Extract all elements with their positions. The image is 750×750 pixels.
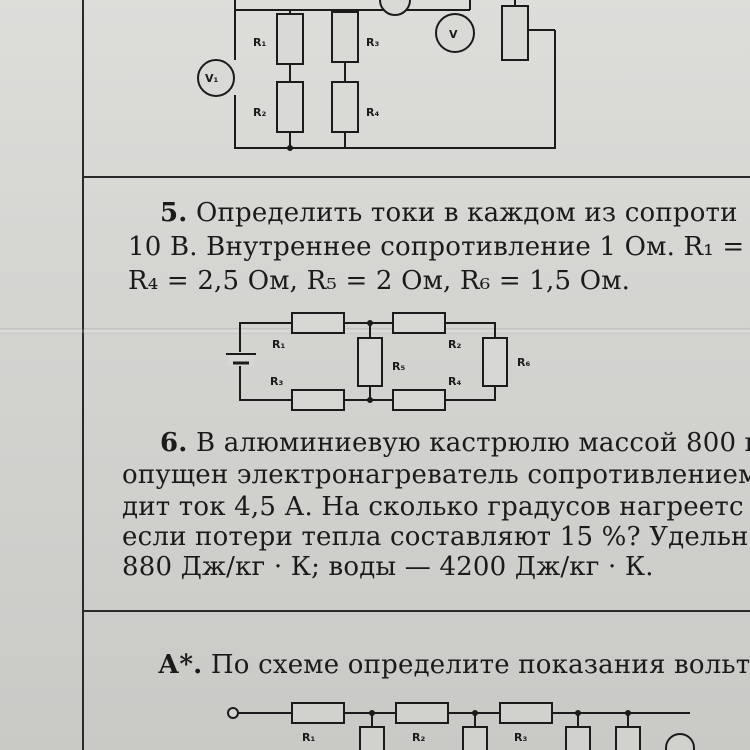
paper-fold [0,328,750,334]
left-margin-line [82,0,84,750]
problem5-line3: R₄ = 2,5 Ом, R₅ = 2 Ом, R₆ = 1,5 Ом. [128,266,631,296]
top-label-r1: R₁ [253,36,266,49]
problem6-line5: 880 Дж/кг · К; воды — 4200 Дж/кг · К. [122,552,654,582]
section-divider-top [82,176,750,178]
mid-label-r2: R₂ [448,338,461,351]
problem6-text1: В алюминиевую кастрюлю массой 800 г [196,428,750,458]
bottom-label-r2: R₂ [412,731,425,744]
problem5-line1: 5. Определить токи в каждом из сопроти [160,198,738,228]
problemA-text1: По схеме определите показания вольтм [210,650,750,680]
bottom-label-r1: R₁ [302,731,315,744]
problem6-line1: 6. В алюминиевую кастрюлю массой 800 г [160,428,750,458]
problem5-number: 5. [160,198,188,228]
problem6-line4: если потери тепла составляют 15 %? Удель… [122,522,749,552]
problem6-line2: опущен электронагреватель сопротивлением [122,460,750,490]
top-label-v: V [449,28,458,41]
top-label-r3: R₃ [366,36,379,49]
problem6-line3: дит ток 4,5 А. На сколько градусов нагре… [122,492,744,522]
bottom-label-r3: R₃ [514,731,527,744]
top-label-r2: R₂ [253,106,266,119]
section-divider-bottom [82,610,750,612]
mid-label-r4: R₄ [448,375,461,388]
problem6-number: 6. [160,428,188,458]
mid-label-r3: R₃ [270,375,283,388]
problem5-text1: Определить токи в каждом из сопроти [196,198,738,228]
mid-label-r5: R₅ [392,360,405,373]
top-label-r4: R₄ [366,106,379,119]
mid-label-r1: R₁ [272,338,285,351]
problemA-line1: А*. По схеме определите показания вольтм [158,650,750,680]
top-label-v1: V₁ [205,72,219,85]
problemA-number: А*. [158,650,203,680]
problem5-line2: 10 В. Внутреннее сопротивление 1 Ом. R₁ … [128,232,745,262]
mid-label-r6: R₆ [517,356,530,369]
